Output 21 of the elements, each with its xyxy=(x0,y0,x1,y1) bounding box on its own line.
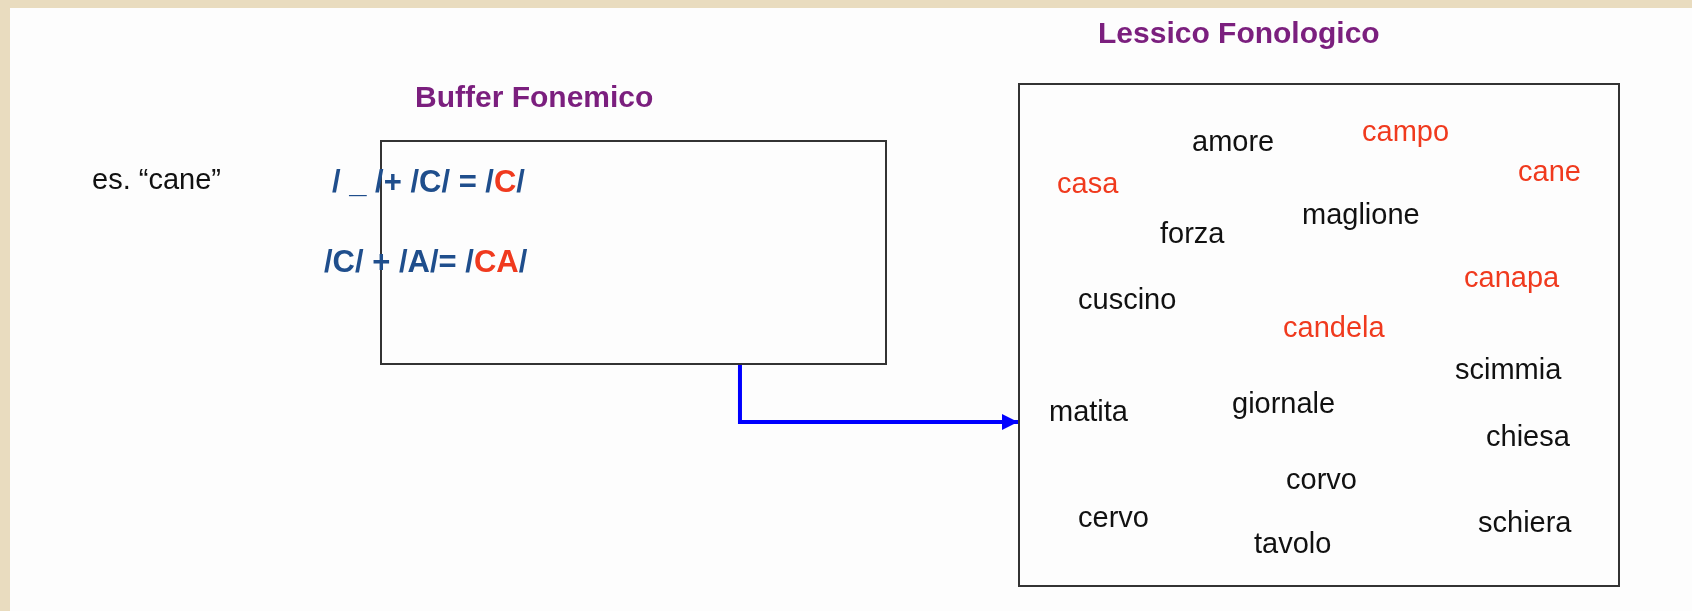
word: amore xyxy=(1192,127,1275,156)
word: scimmia xyxy=(1455,355,1562,384)
arrow xyxy=(737,365,1018,430)
word: chiesa xyxy=(1486,422,1570,451)
word: tavolo xyxy=(1254,529,1332,558)
word: maglione xyxy=(1302,200,1420,229)
word: cervo xyxy=(1078,503,1149,532)
word: matita xyxy=(1049,397,1128,426)
word: candela xyxy=(1283,313,1385,342)
example-text: es. “cane” xyxy=(92,163,221,196)
word: forza xyxy=(1160,219,1225,248)
word: casa xyxy=(1057,169,1119,198)
word: cuscino xyxy=(1078,285,1177,314)
word: cane xyxy=(1518,157,1581,186)
word: canapa xyxy=(1464,263,1560,292)
word: corvo xyxy=(1286,465,1357,494)
word: schiera xyxy=(1478,508,1572,537)
word: campo xyxy=(1362,117,1450,146)
word: giornale xyxy=(1232,389,1336,418)
box-heading: Lessico Fonologico xyxy=(1098,16,1380,50)
box-heading: Buffer Fonemico xyxy=(415,80,654,114)
